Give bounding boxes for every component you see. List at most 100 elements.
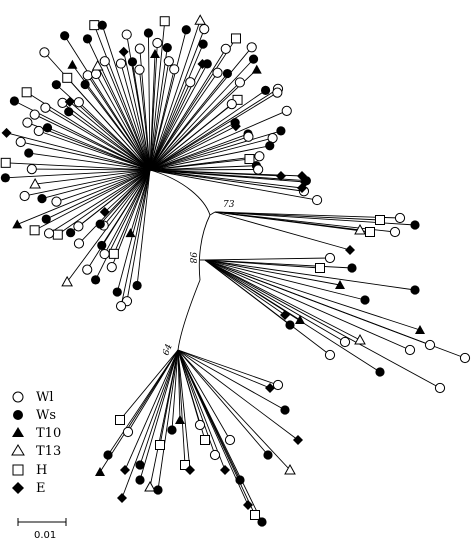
hub-branch bbox=[45, 107, 151, 171]
tip-wl-marker bbox=[281, 105, 292, 116]
tip-ws-marker bbox=[153, 485, 163, 495]
hub-branch bbox=[149, 88, 279, 171]
tip-ws-marker bbox=[257, 517, 267, 527]
filled-circle-icon bbox=[13, 410, 23, 420]
hub-branch bbox=[149, 42, 158, 171]
bootstrap-value-middle: 98 bbox=[187, 252, 197, 264]
tip-wl-marker bbox=[243, 131, 254, 142]
tip-ws-marker bbox=[0, 173, 10, 183]
open-circle-icon bbox=[12, 391, 24, 403]
lower-clade-branch bbox=[177, 349, 299, 441]
lower-clade-branch bbox=[177, 349, 271, 389]
tip-wl-marker bbox=[106, 262, 117, 273]
tip-ws-marker bbox=[410, 285, 420, 295]
tip-t10-marker bbox=[335, 280, 345, 289]
legend-item-t13: T13 bbox=[11, 444, 61, 459]
hub-lower-branch bbox=[95, 169, 151, 281]
tip-ws-marker bbox=[202, 59, 212, 69]
hub-branch bbox=[149, 58, 254, 171]
filled-diamond-icon bbox=[12, 482, 24, 494]
hub-branch bbox=[149, 89, 266, 171]
tip-wl-marker bbox=[115, 58, 127, 69]
tip-wl-marker bbox=[234, 77, 245, 88]
hub-branch bbox=[62, 102, 151, 171]
tip-wl-marker bbox=[73, 97, 84, 108]
hub-branch bbox=[95, 73, 151, 171]
legend-item-e: E bbox=[12, 481, 46, 496]
legend-label-e: E bbox=[36, 481, 46, 496]
hub-branch bbox=[149, 122, 236, 171]
right-clade-branch bbox=[204, 259, 321, 269]
tip-wl-marker bbox=[122, 426, 134, 438]
hub-lower-branch bbox=[130, 169, 151, 234]
scale-bar: 0.01 bbox=[17, 518, 67, 540]
hub-left-branch bbox=[6, 132, 151, 171]
tip-ws-marker bbox=[347, 263, 357, 273]
tip-ws-marker bbox=[162, 43, 172, 53]
hub-right-branch bbox=[149, 169, 303, 177]
hub-left-branch bbox=[38, 130, 151, 171]
hub-right-branch bbox=[149, 158, 250, 171]
tip-wl-marker bbox=[134, 64, 145, 75]
tip-ws-marker bbox=[135, 460, 145, 470]
legend-item-wl: Wl bbox=[12, 390, 54, 405]
tip-h-marker bbox=[115, 415, 125, 425]
right-clade-branch bbox=[204, 259, 366, 301]
hub-branch bbox=[149, 47, 253, 171]
tip-ws-marker bbox=[248, 54, 259, 64]
right-clade-branch bbox=[204, 259, 411, 351]
tip-e-marker bbox=[118, 46, 129, 57]
tip-wl-marker bbox=[99, 56, 110, 67]
tip-wl-marker bbox=[246, 42, 257, 53]
tip-ws-marker bbox=[285, 320, 295, 330]
tip-h-marker bbox=[230, 33, 241, 44]
legend-item-ws: Ws bbox=[13, 408, 56, 423]
legend-item-h: H bbox=[12, 463, 47, 478]
hub-branch bbox=[149, 61, 170, 171]
hub-branch bbox=[149, 110, 287, 171]
hub-branch bbox=[123, 51, 151, 171]
tip-ws-marker bbox=[97, 240, 107, 251]
tip-ws-marker bbox=[222, 68, 233, 79]
tip-ws-marker bbox=[37, 193, 47, 204]
tip-wl-marker bbox=[220, 43, 231, 54]
tip-ws-marker bbox=[198, 39, 208, 49]
hub-left-branch bbox=[41, 169, 151, 200]
backbone-middle bbox=[198, 214, 211, 281]
lower-clade-branch bbox=[177, 349, 226, 471]
hub-left-branch bbox=[34, 169, 151, 231]
tip-wl-marker bbox=[394, 212, 406, 224]
tip-t10-marker bbox=[12, 219, 23, 229]
hub-branch bbox=[93, 24, 151, 171]
tip-e-marker bbox=[117, 493, 127, 503]
right-clade-branch bbox=[204, 259, 381, 373]
tip-ws-marker bbox=[276, 126, 286, 136]
right-clade-branch bbox=[204, 259, 421, 331]
hub-branch bbox=[69, 101, 151, 171]
hub-right-branch bbox=[149, 169, 303, 189]
tip-h-marker bbox=[29, 225, 40, 236]
hub-left-branch bbox=[31, 168, 151, 171]
tip-wl-marker bbox=[404, 344, 416, 356]
legend-label-t13: T13 bbox=[36, 444, 61, 459]
hub-right-branch bbox=[149, 169, 318, 201]
hub-lower-branch bbox=[78, 169, 151, 227]
scale-bar-label: 0.01 bbox=[34, 530, 56, 540]
tip-wl-marker bbox=[339, 336, 351, 348]
lower-clade-branch bbox=[157, 349, 179, 491]
hub-lower-branch bbox=[136, 169, 151, 286]
tip-ws-marker bbox=[135, 475, 145, 485]
lower-clade-branch bbox=[177, 349, 191, 471]
tip-t10-marker bbox=[150, 48, 161, 58]
hub-branch bbox=[66, 77, 151, 171]
clade-73-branch bbox=[214, 211, 351, 251]
tip-e-marker bbox=[297, 183, 307, 193]
tip-wl-marker bbox=[90, 68, 102, 80]
tip-t10-marker bbox=[415, 325, 425, 334]
tip-wl-marker bbox=[194, 419, 206, 431]
right-clade-branch bbox=[204, 259, 416, 291]
hub-right-branch bbox=[149, 165, 257, 171]
tip-wl-marker bbox=[185, 77, 196, 88]
tip-ws-marker bbox=[112, 287, 122, 297]
hub-lower-branch bbox=[120, 169, 151, 307]
